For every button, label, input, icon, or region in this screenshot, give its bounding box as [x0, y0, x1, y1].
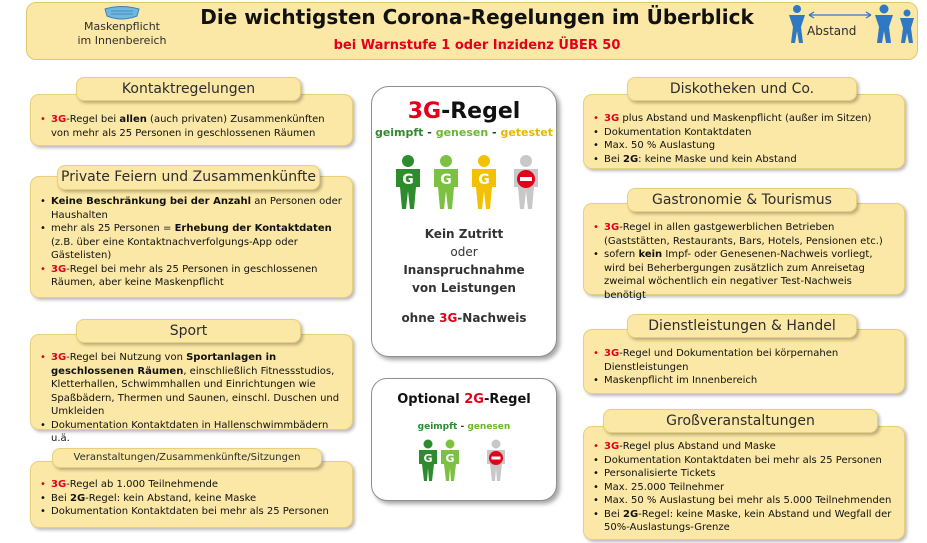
page-subtitle: bei Warnstufe 1 oder Inzidenz ÜBER 50 [333, 38, 621, 53]
list-item: sofern kein Impf- oder Genesenen-Nachwei… [592, 248, 896, 302]
svg-text:G: G [478, 172, 490, 188]
list-item: 3G-Regel bei allen (auch privaten) Zusam… [39, 113, 344, 140]
list-item: Personalisierte Tickets [592, 467, 896, 481]
large-events-title: Großveranstaltungen [603, 409, 878, 433]
contact-rules-box: 3G-Regel bei allen (auch privaten) Zusam… [30, 94, 353, 146]
person-g-icon: G [419, 439, 437, 481]
3g-rule-heading: 3G-Regel [407, 99, 521, 124]
list-item: Keine Beschränkung bei der Anzahl an Per… [39, 195, 344, 222]
mask-label: Maskenpflicht im Innenbereich [77, 20, 167, 47]
svg-text:G: G [440, 172, 452, 188]
list-item: Max. 25.000 Teilnehmer [592, 481, 896, 495]
person-g-icon: G [472, 155, 496, 209]
distance-people-icon [789, 4, 914, 43]
list-item: Max. 50 % Auslastung bei mehr als 5.000 … [592, 494, 896, 508]
services-title: Dienstleistungen & Handel [627, 314, 857, 338]
list-item: mehr als 25 Personen = Erhebung der Kont… [39, 222, 344, 263]
svg-text:G: G [445, 452, 454, 465]
list-item: Dokumentation Kontaktdaten in Hallenschw… [39, 419, 344, 446]
2g-rule-heading: Optional 2G-Regel [397, 392, 531, 407]
list-item: Dokumentation Kontaktdaten [592, 126, 896, 140]
list-item: Dokumentation Kontaktdaten bei mehr als … [592, 454, 896, 468]
gastronomy-title: Gastronomie & Tourismus [627, 188, 857, 212]
private-parties-title: Private Feiern und Zusammenkünfte [57, 165, 320, 190]
person-g-icon: G [441, 439, 459, 481]
2g-persons-icon: G G [419, 439, 505, 481]
person-g-icon: G [434, 155, 458, 209]
svg-text:G: G [402, 172, 414, 188]
3g-rule-card: 3G-Regel geimpft - genesen - getestet G … [371, 86, 557, 357]
sport-box: 3G-Regel bei Nutzung von Sportanlagen in… [30, 334, 353, 444]
no-entry-person-icon [514, 155, 538, 209]
list-item: 3G-Regel ab 1.000 Teilnehmende [39, 478, 344, 492]
gastronomy-box: 3G-Regel in allen gastgewerblichen Betri… [583, 203, 905, 301]
list-item: 3G-Regel plus Abstand und Maske [592, 440, 896, 454]
events-title: Veranstaltungen/Zusammenkünfte/Sitzungen [52, 448, 322, 468]
discos-title: Diskotheken und Co. [627, 77, 857, 101]
no-entry-person-icon [487, 439, 505, 481]
list-item: Bei 2G-Regel: keine Maske, kein Abstand … [592, 508, 896, 535]
large-events-box: 3G-Regel plus Abstand und Maske Dokument… [583, 426, 905, 540]
2g-rule-card: Optional 2G-Regel geimpft - genesen G G [371, 378, 557, 501]
services-box: 3G-Regel und Dokumentation bei körpernah… [583, 329, 905, 394]
list-item: Max. 50 % Auslastung [592, 139, 896, 153]
list-item: Dokumentation Kontaktdaten bei mehr als … [39, 505, 344, 519]
2g-criteria: geimpft - genesen [417, 422, 511, 432]
list-item: Bei 2G-Regel: kein Abstand, keine Maske [39, 492, 344, 506]
distance-label: Abstand [807, 24, 857, 38]
list-item: 3G-Regel und Dokumentation bei körpernah… [592, 347, 896, 374]
3g-criteria: geimpft - genesen - getestet [374, 126, 554, 139]
list-item: 3G-Regel bei Nutzung von Sportanlagen in… [39, 351, 344, 419]
discos-box: 3G plus Abstand und Maskenpflicht (außer… [583, 94, 905, 169]
list-item: Maskenpflicht im Innenbereich [592, 374, 896, 388]
svg-text:G: G [423, 452, 432, 465]
no-access-text: Kein Zutritt oder Inanspruchnahme von Le… [401, 227, 527, 325]
header-banner: Maskenpflicht im Innenbereich Die wichti… [26, 2, 918, 60]
page-title: Die wichtigsten Corona-Regelungen im Übe… [200, 5, 754, 29]
3g-persons-icon: G G G [396, 155, 538, 209]
list-item: 3G plus Abstand und Maskenpflicht (außer… [592, 112, 896, 126]
person-g-icon: G [396, 155, 420, 209]
contact-rules-title: Kontaktregelungen [76, 77, 301, 101]
private-parties-box: Keine Beschränkung bei der Anzahl an Per… [30, 176, 353, 298]
events-box: 3G-Regel ab 1.000 Teilnehmende Bei 2G-Re… [30, 461, 353, 528]
list-item: Bei 2G: keine Maske und kein Abstand [592, 153, 896, 167]
face-mask-icon [104, 6, 140, 20]
sport-title: Sport [76, 319, 301, 343]
list-item: 3G-Regel bei mehr als 25 Personen in ges… [39, 263, 344, 290]
list-item: 3G-Regel in allen gastgewerblichen Betri… [592, 221, 896, 248]
